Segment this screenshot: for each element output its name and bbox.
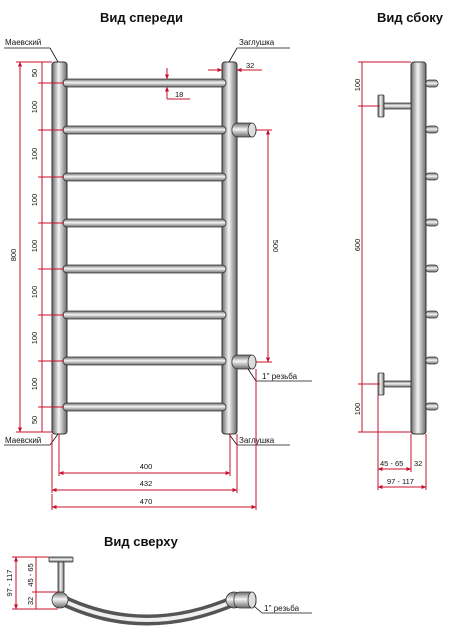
- top-dim-offset: 45 - 65: [26, 563, 35, 586]
- top-wall-mount: [48, 556, 74, 593]
- front-nipple-top: [231, 122, 257, 138]
- rung-1: [62, 78, 227, 88]
- rung-3: [62, 172, 227, 182]
- front-right-pipe: [221, 61, 238, 435]
- dim-segment-7: 100: [30, 332, 39, 345]
- label-mayevsky-bottom: Маевский: [5, 436, 41, 445]
- front-rungs: [62, 78, 227, 412]
- dim-chain-ticks: [38, 61, 64, 433]
- side-dim-top: 100: [353, 79, 362, 92]
- rung-4: [62, 218, 227, 228]
- rung-5: [62, 264, 227, 274]
- dim-width-432: 432: [140, 479, 153, 488]
- side-dim-bottom: 100: [353, 403, 362, 416]
- rung-7: [62, 356, 227, 366]
- dim-pipe-diameter: 32: [246, 61, 254, 70]
- label-mayevsky-top: Маевский: [5, 38, 41, 47]
- dim-segment-3: 100: [30, 148, 39, 161]
- label-thread-top: 1'' резьба: [264, 604, 300, 613]
- dim-width-400: 400: [140, 462, 153, 471]
- dim-segment-9: 50: [30, 416, 39, 424]
- dim-connection: 500: [271, 240, 280, 253]
- dim-segment-1: 50: [30, 69, 39, 77]
- rung-6: [62, 310, 227, 320]
- side-dim-offset: 45 - 65: [380, 459, 403, 468]
- side-pipe: [410, 61, 427, 435]
- side-rung-knobs: [425, 79, 439, 411]
- side-dim-depth: 97 - 117: [387, 477, 414, 486]
- front-view-title: Вид спереди: [100, 10, 183, 25]
- dim-overall-height: 800: [9, 249, 18, 262]
- label-thread-front: 1'' резьба: [262, 372, 298, 381]
- top-dim-depth: 97 - 117: [5, 570, 14, 597]
- dim-segment-8: 100: [30, 378, 39, 391]
- rung-2: [62, 125, 227, 135]
- dim-segment-2: 100: [30, 101, 39, 114]
- label-plug-bottom: Заглушка: [239, 436, 275, 445]
- front-left-pipe: [51, 61, 68, 435]
- rung-8: [62, 402, 227, 412]
- dim-segment-5: 100: [30, 240, 39, 253]
- side-dim-pipe: 32: [414, 459, 422, 468]
- dim-segment-6: 100: [30, 286, 39, 299]
- side-bracket-bottom: [377, 372, 412, 396]
- dim-width-470: 470: [140, 497, 153, 506]
- front-nipple-bottom: [231, 354, 257, 370]
- top-right-nipple: [225, 591, 257, 609]
- side-bracket-top: [377, 94, 412, 118]
- label-plug-top: Заглушка: [239, 38, 275, 47]
- top-left-pipe-end: [51, 591, 69, 609]
- side-view-title: Вид сбоку: [377, 10, 444, 25]
- top-view-title: Вид сверху: [104, 534, 179, 549]
- top-dim-pipe: 32: [26, 597, 35, 605]
- dim-segment-4: 100: [30, 194, 39, 207]
- dim-rung-diameter: 18: [175, 90, 183, 99]
- side-dim-middle: 600: [353, 239, 362, 252]
